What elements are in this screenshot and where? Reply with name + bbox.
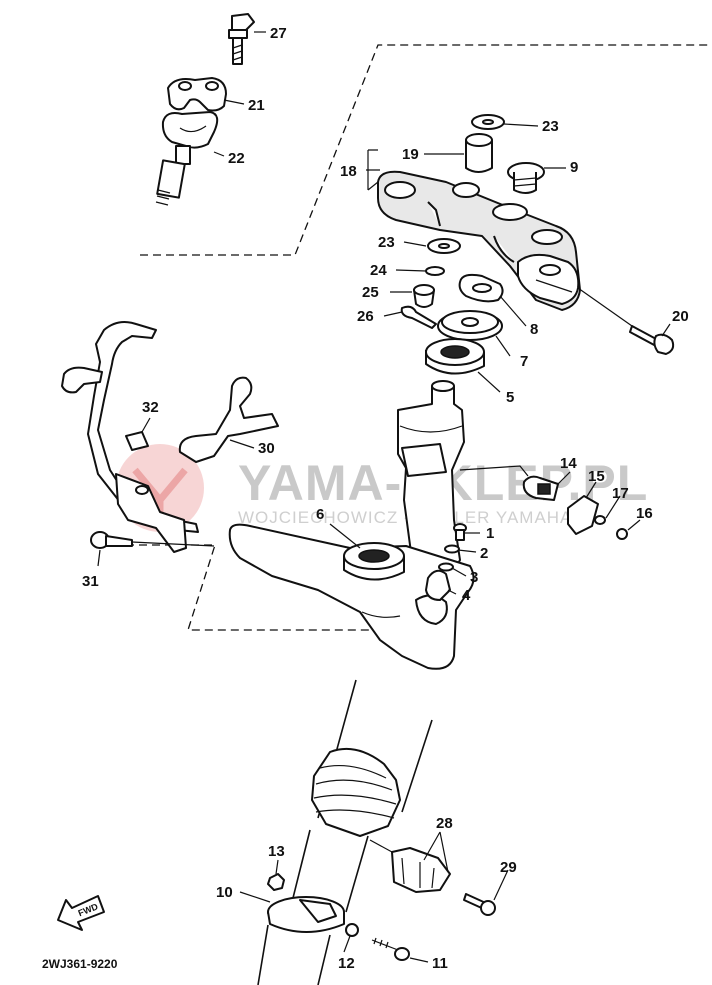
- callout-2: 2: [480, 545, 488, 562]
- callout-22: 22: [228, 150, 245, 167]
- callout-1: 1: [486, 525, 494, 542]
- callout-23-lower: 23: [378, 234, 395, 251]
- callout-30: 30: [258, 440, 275, 457]
- callout-numbers: 27 21 22 23 19 18 9 23 24 25 26 8 7 5 20…: [82, 25, 689, 972]
- part-steering-stem: [228, 380, 475, 670]
- part-27-bolt: [228, 13, 255, 65]
- part-6-bearing: [343, 542, 405, 581]
- callout-11: 11: [432, 955, 448, 972]
- callout-18: 18: [340, 163, 357, 180]
- callout-29: 29: [500, 859, 517, 876]
- callout-24: 24: [370, 262, 387, 279]
- callout-6: 6: [316, 506, 324, 523]
- part-14-lock: [459, 465, 559, 501]
- part-23-washer-lower: [427, 238, 461, 254]
- callout-3: 3: [470, 569, 478, 586]
- part-26-cotter-pin: [400, 305, 437, 329]
- callout-5: 5: [506, 389, 514, 406]
- callout-21: 21: [248, 97, 265, 114]
- part-22-handlebar-holder: [155, 111, 219, 206]
- callout-4: 4: [462, 587, 471, 604]
- part-29-bolt: [463, 893, 496, 916]
- callout-23-upper: 23: [542, 118, 559, 135]
- part-17-washer: [594, 515, 606, 525]
- fwd-direction-arrow: FWD: [57, 895, 105, 931]
- part-30-stay: [61, 321, 279, 553]
- part-19-collar: [465, 133, 493, 173]
- part-13-nut: [267, 873, 285, 891]
- callout-8: 8: [530, 321, 538, 338]
- diagram-code: 2WJ361-9220: [42, 957, 118, 971]
- callout-9: 9: [570, 159, 578, 176]
- callout-19: 19: [402, 146, 419, 163]
- callout-27: 27: [270, 25, 287, 42]
- part-7-cover: [437, 310, 503, 341]
- callout-12: 12: [338, 955, 355, 972]
- callout-14: 14: [560, 455, 577, 472]
- part-25-ring-nut: [413, 284, 435, 308]
- callout-26: 26: [357, 308, 374, 325]
- upper-group-outline: [140, 44, 712, 256]
- callout-15: 15: [588, 468, 605, 485]
- leader-lines: [97, 31, 671, 963]
- part-15-bracket: [567, 495, 599, 535]
- part-4-clamp: [425, 569, 451, 601]
- part-20-bolt: [629, 325, 675, 355]
- part-10-clamp: [267, 896, 345, 933]
- part-16-screw: [616, 528, 628, 540]
- part-21-handlebar-holder-cap: [167, 77, 227, 112]
- callout-28: 28: [436, 815, 453, 832]
- part-8-ring-nut: [458, 273, 504, 303]
- part-23-washer-upper: [471, 114, 505, 130]
- part-31-bolt: [90, 531, 133, 549]
- part-18-upper-bracket: [377, 170, 581, 311]
- callout-16: 16: [636, 505, 653, 522]
- watermark-sub-text: WOJCIECHOWICZ - DEALER YAMAHA: [238, 508, 572, 527]
- part-1-screw: [453, 523, 467, 541]
- part-3-washer: [438, 562, 454, 572]
- callout-13: 13: [268, 843, 285, 860]
- callout-10: 10: [216, 884, 233, 901]
- part-24-lock-washer: [425, 266, 445, 276]
- part-5-bearing: [425, 338, 485, 375]
- callout-20: 20: [672, 308, 689, 325]
- callout-17: 17: [612, 485, 629, 502]
- part-28-cable-holder: [369, 839, 451, 893]
- part-12-nut: [345, 923, 359, 937]
- part-32-damper: [125, 431, 149, 451]
- part-9-bolt: [507, 162, 545, 194]
- lower-group-outline: [100, 544, 375, 631]
- callout-31: 31: [82, 573, 99, 590]
- part-front-fork: [257, 679, 433, 985]
- callout-25: 25: [362, 284, 379, 301]
- part-11-screw: [371, 937, 410, 961]
- part-2-washer: [444, 544, 460, 554]
- callout-7: 7: [520, 353, 528, 370]
- callout-32: 32: [142, 399, 159, 416]
- grouping-outlines: [100, 44, 712, 631]
